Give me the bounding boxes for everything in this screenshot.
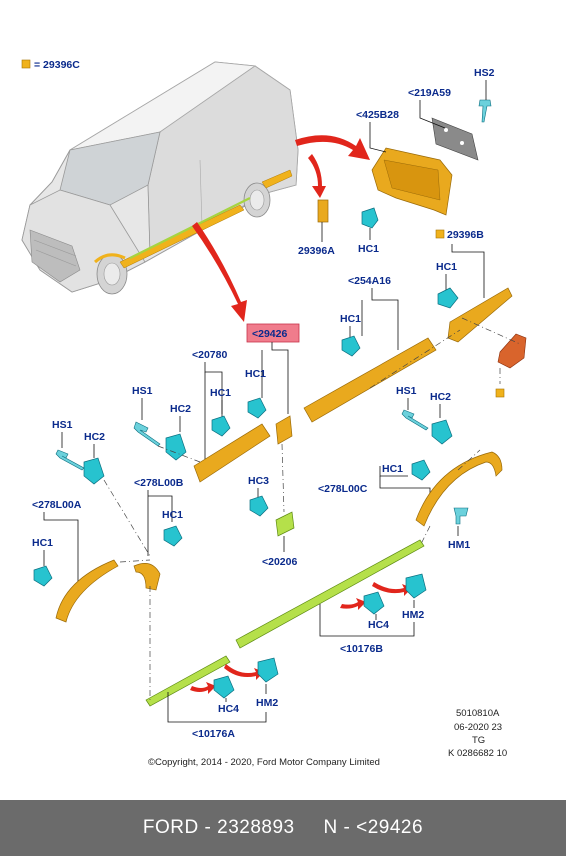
clip-hc1-e: [211, 415, 231, 437]
label-10176b: <10176B: [340, 643, 383, 655]
meta-ref: K 0286682 10: [448, 748, 507, 759]
screw-hs2: [478, 99, 492, 123]
label-20780: <20780: [192, 349, 227, 361]
arrow-hm2-a: [224, 664, 264, 680]
sill-moulding-10176a: [145, 655, 231, 707]
clip-hc2-c: [431, 419, 453, 445]
clip-hm2-a: [257, 657, 279, 683]
arrow-hc4-a: [190, 682, 216, 694]
label-278l00c: <278L00C: [318, 483, 368, 495]
label-hc1-h: HC1: [32, 537, 53, 549]
clip-hc1-d: [247, 397, 267, 419]
label-hs2-top: HS2: [474, 67, 495, 79]
meta-date: 06-2020 23: [454, 722, 502, 733]
clip-hc1-c: [341, 335, 361, 357]
clip-hc1-f: [411, 459, 431, 481]
label-425b28: <425B28: [356, 109, 399, 121]
clip-hc2-a: [165, 433, 187, 461]
sill-moulding-10176b: [235, 539, 425, 649]
label-hc1-f: HC1: [382, 463, 403, 475]
screw-hs1-b: [55, 449, 85, 471]
label-hs1-c: HS1: [396, 385, 417, 397]
label-hc1-g: HC1: [162, 509, 183, 521]
label-29396a: 29396A: [298, 245, 335, 257]
clip-hm1: [453, 507, 469, 525]
end-cap-part: [497, 333, 527, 369]
clip-hc1-h: [33, 565, 53, 587]
label-hc2-c: HC2: [430, 391, 451, 403]
label-hc1-c: HC1: [340, 313, 361, 325]
van-illustration: [21, 61, 299, 295]
bracket-29396a: [317, 199, 329, 223]
footer-part-number: FORD - 2328893: [142, 817, 295, 838]
part-29426: [275, 415, 293, 445]
meta-tg: TG: [472, 735, 485, 746]
arrow-hm2-b: [372, 582, 412, 596]
label-hc3: HC3: [248, 475, 269, 487]
swatch-small: [495, 388, 505, 398]
footer-n-number: N - <29426: [323, 817, 424, 838]
moulding-254a16: [303, 337, 437, 423]
clip-hc1-b: [437, 287, 459, 309]
pointer-arrow-rear: [295, 135, 370, 160]
label-254a16: <254A16: [348, 275, 391, 287]
label-hc2-b: HC2: [84, 431, 105, 443]
footer-bar: FORD - 2328893 N - <29426: [0, 800, 566, 856]
screw-hs1-a: [133, 421, 161, 447]
label-hm2-b: HM2: [402, 609, 424, 621]
moulding-278l00a: [55, 559, 119, 623]
label-hc1-d: HC1: [245, 368, 266, 380]
footer-spacer: [295, 817, 324, 839]
label-hc4-a: HC4: [218, 703, 239, 715]
label-hc2-a: HC2: [170, 403, 191, 415]
label-10176a: <10176A: [192, 728, 235, 740]
label-29426: <29426: [252, 328, 287, 340]
label-278l00b: <278L00B: [134, 477, 184, 489]
legend-swatch: [21, 59, 31, 69]
clip-hc3: [249, 495, 269, 517]
label-hc1-top: HC1: [358, 243, 379, 255]
swatch-29396b: [435, 229, 445, 239]
arrow-hc4-b: [340, 598, 366, 610]
label-20206: <20206: [262, 556, 297, 568]
clip-hm2-b: [405, 573, 427, 599]
label-29396b: 29396B: [447, 229, 484, 241]
gasket-219a59: [431, 117, 479, 161]
label-hc4-b: HC4: [368, 619, 389, 631]
highlight-box-29426: [246, 323, 300, 343]
meta-code: 5010810A: [456, 708, 500, 719]
label-hs1-a: HS1: [132, 385, 153, 397]
label-278l00a: <278L00A: [32, 499, 82, 511]
clip-hc4-b: [363, 591, 385, 615]
pointer-arrow-side: [192, 222, 247, 322]
label-hc1-e: HC1: [210, 387, 231, 399]
moulding-278l00b: [133, 563, 161, 591]
moulding-20780: [193, 423, 271, 483]
label-hc1-b: HC1: [436, 261, 457, 273]
part-20206: [275, 511, 295, 537]
parts-diagram: = 29396C <219A59 HS2 <425B28 29396A HC1: [21, 59, 527, 768]
moulding-29396b: [447, 287, 513, 343]
label-hm2-a: HM2: [256, 697, 278, 709]
moulding-278l00c: [415, 451, 503, 527]
label-hs1-b: HS1: [52, 419, 73, 431]
legend-text: = 29396C: [34, 59, 80, 71]
label-hm1: HM1: [448, 539, 470, 551]
screw-hs1-c: [401, 409, 429, 431]
clip-hc1-rear: [361, 207, 379, 229]
pointer-arrow-bracket: [308, 154, 326, 198]
copyright-text: ©Copyright, 2014 - 2020, Ford Motor Comp…: [148, 757, 380, 768]
clip-hc4-a: [213, 675, 235, 699]
clip-hc2-b: [83, 457, 105, 485]
clip-hc1-g: [163, 525, 183, 547]
label-219a59: <219A59: [408, 87, 451, 99]
